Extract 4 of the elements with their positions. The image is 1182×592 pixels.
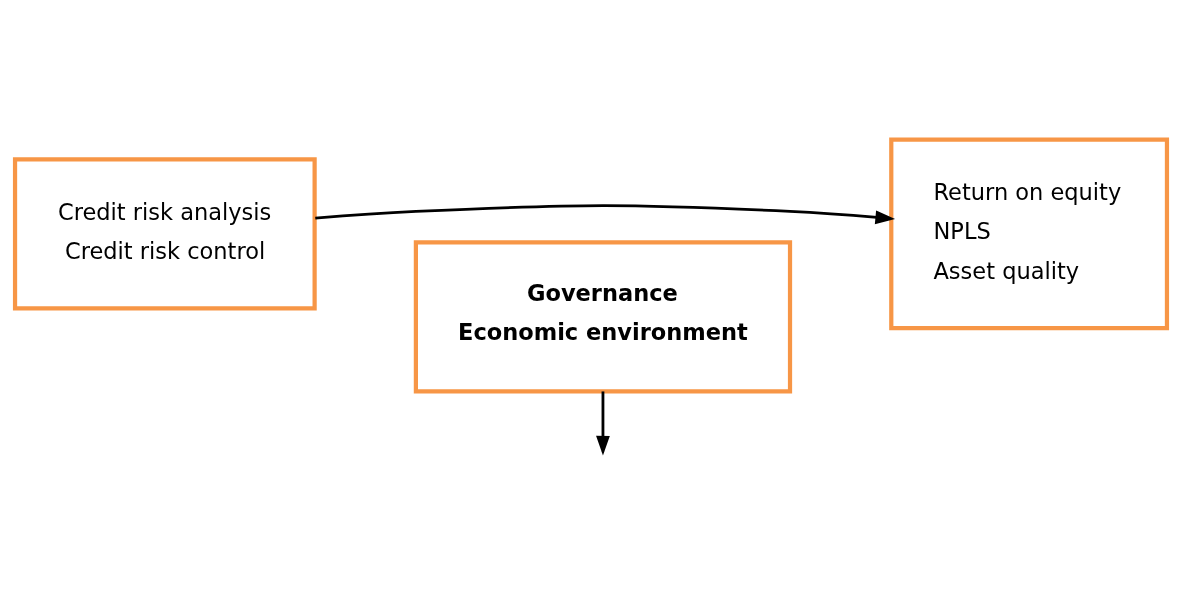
node-box: Credit risk analysis Credit risk control: [12, 157, 317, 311]
node-box: Return on equity NPLS Asset quality: [889, 137, 1170, 331]
arrow: [315, 204, 896, 225]
node-box: Governance Economic environment: [413, 240, 793, 394]
